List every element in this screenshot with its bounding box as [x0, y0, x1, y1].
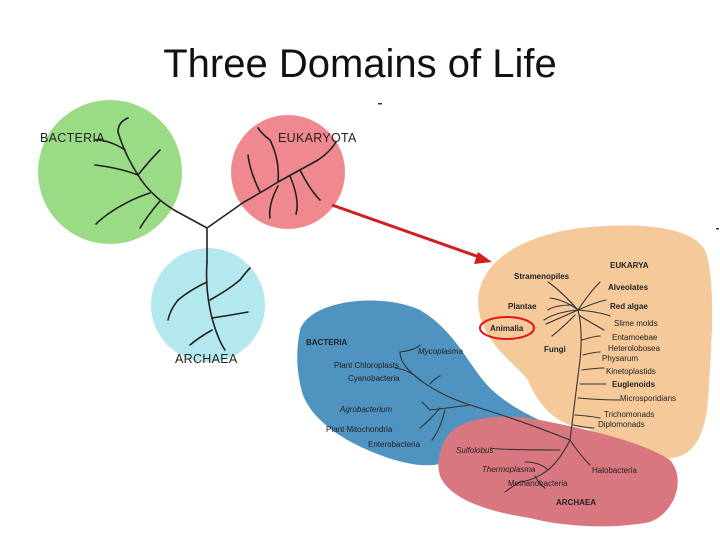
group-fungi: Fungi	[544, 345, 566, 354]
group-stramenopiles: Stramenopiles	[514, 272, 570, 281]
group-alveolates: Alveolates	[608, 283, 649, 292]
group-methanobacteria: Methanobacteria	[508, 479, 568, 488]
detailed-tree: EUKARYA Stramenopiles Alveolates Plantae…	[297, 226, 712, 527]
group-thermoplasma: Thermoplasma	[482, 465, 536, 474]
group-kinetoplastids: Kinetoplastids	[606, 367, 656, 376]
group-slime-molds: Slime molds	[614, 319, 658, 328]
bacteria-circle	[38, 100, 182, 244]
group-animalia: Animalia	[490, 324, 524, 333]
stray-mark	[716, 228, 719, 230]
group-mycoplasma: Mycoplasma	[418, 347, 463, 356]
bacteria-header: BACTERIA	[306, 338, 348, 347]
archaea-circle	[151, 248, 265, 362]
pointer-arrow	[332, 205, 492, 264]
eukarya-header: EUKARYA	[610, 261, 649, 270]
group-cyanobacteria: Cyanobacteria	[348, 374, 400, 383]
group-entamoebae: Entamoebae	[612, 333, 658, 342]
group-halobacteria: Halobacteria	[592, 466, 637, 475]
group-physarum: Physarum	[602, 354, 638, 363]
group-red-algae: Red algae	[610, 302, 648, 311]
group-sulfolobus: Sulfolobus	[456, 446, 493, 455]
arrow-head	[474, 252, 492, 264]
group-euglenoids: Euglenoids	[612, 380, 656, 389]
group-trichomonads: Trichomonads	[604, 410, 654, 419]
group-microsporidians: Microsporidians	[620, 394, 676, 403]
group-plant-chloroplasts: Plant Chloroplasts	[334, 361, 399, 370]
eukaryota-label: EUKARYOTA	[278, 131, 357, 145]
archaea-label: ARCHAEA	[175, 352, 238, 366]
group-agrobacterium: Agrobacterium	[339, 405, 392, 414]
arrow-line	[332, 205, 482, 258]
archaea-header: ARCHAEA	[556, 498, 596, 507]
group-enterobacteria: Enterobacteria	[368, 440, 421, 449]
group-heterolobosea: Heterolobosea	[608, 344, 661, 353]
group-diplomonads: Diplomonads	[598, 420, 645, 429]
group-plant-mitochondria: Plant Mitochondria	[326, 425, 393, 434]
bacteria-label: BACTERIA	[40, 131, 105, 145]
stray-mark	[378, 103, 382, 105]
group-plantae: Plantae	[508, 302, 537, 311]
